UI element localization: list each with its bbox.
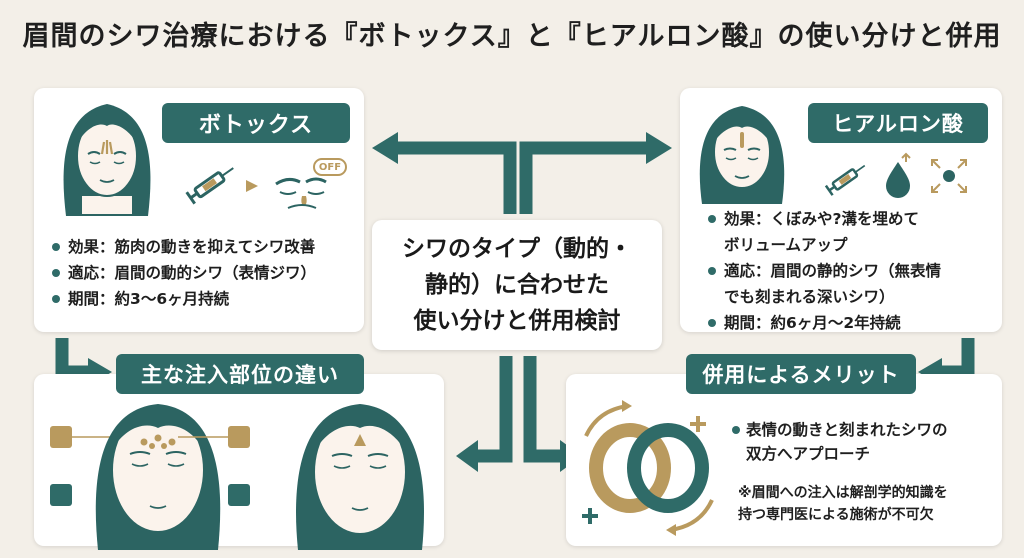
arrow-to-hyaluronic bbox=[519, 141, 650, 214]
arrow-botox-to-sites bbox=[55, 338, 92, 379]
syringe-icon bbox=[185, 167, 234, 205]
arrow-center-down-left bbox=[474, 356, 513, 463]
center-summary-line: 使い分けと併用検討 bbox=[413, 308, 621, 334]
center-summary-line: シワのタイプ（動的・ bbox=[402, 236, 632, 262]
page-title: 眉間のシワ治療における『ボトックス』と『ヒアルロン酸』の使い分けと併用 bbox=[22, 21, 1002, 52]
arrow-center-down-right bbox=[523, 356, 562, 463]
face-illustration-hyaluronic bbox=[699, 106, 785, 204]
botox-label: ボトックス bbox=[162, 103, 350, 143]
list-item: 効果：筋肉の動きを抑えてシワ改善 bbox=[50, 234, 360, 260]
injection-sites-illustration bbox=[50, 404, 424, 550]
face-illustration-botox bbox=[63, 104, 151, 216]
list-item: 効果：くぼみや?溝を埋めて ボリュームアップ bbox=[706, 206, 1002, 258]
arrow-to-botox bbox=[395, 141, 517, 214]
specialist-note: ※眉間への注入は解剖学的知識を 持つ専門医による施術が不可欠 bbox=[738, 485, 948, 523]
arrow-hyaluronic-to-combined bbox=[938, 338, 975, 379]
hyaluronic-info-list: 効果：くぼみや?溝を埋めて ボリュームアップ 適応：眉間の静的シワ（無表情 でも… bbox=[706, 206, 1002, 336]
off-badge: OFF bbox=[313, 158, 347, 176]
botox-info-list: 効果：筋肉の動きを抑えてシワ改善 適応：眉間の動的シワ（表情ジワ） 期間：約3〜… bbox=[50, 234, 360, 312]
bullet-dot bbox=[732, 426, 740, 434]
center-summary-line: 静的）に合わせた bbox=[425, 272, 609, 298]
linked-rings-icon bbox=[582, 400, 714, 536]
syringe-icon bbox=[824, 164, 866, 196]
volume-expand-icon bbox=[931, 159, 967, 193]
relaxed-muscle-icon bbox=[275, 177, 327, 209]
hyaluronic-label: ヒアルロン酸 bbox=[808, 103, 988, 143]
center-summary-box: シワのタイプ（動的・ 静的）に合わせた 使い分けと併用検討 bbox=[372, 220, 662, 350]
combined-benefit-label: 併用によるメリット bbox=[686, 354, 916, 394]
list-item: 期間：約6ヶ月〜2年持続 bbox=[706, 310, 1002, 336]
droplet-icon bbox=[886, 152, 911, 198]
injection-sites-label: 主な注入部位の違い bbox=[116, 354, 364, 394]
list-item: 適応：眉間の動的シワ（表情ジワ） bbox=[50, 260, 360, 286]
combined-benefit-text: 表情の動きと刻まれたシワの 双方へアプローチ bbox=[730, 418, 1000, 466]
list-item: 期間：約3〜6ヶ月持続 bbox=[50, 286, 360, 312]
combined-benefit-value: 表情の動きと刻まれたシワの 双方へアプローチ bbox=[746, 421, 948, 463]
arrow-right-icon bbox=[246, 180, 258, 192]
list-item: 適応：眉間の静的シワ（無表情 でも刻まれる深いシワ） bbox=[706, 258, 1002, 310]
